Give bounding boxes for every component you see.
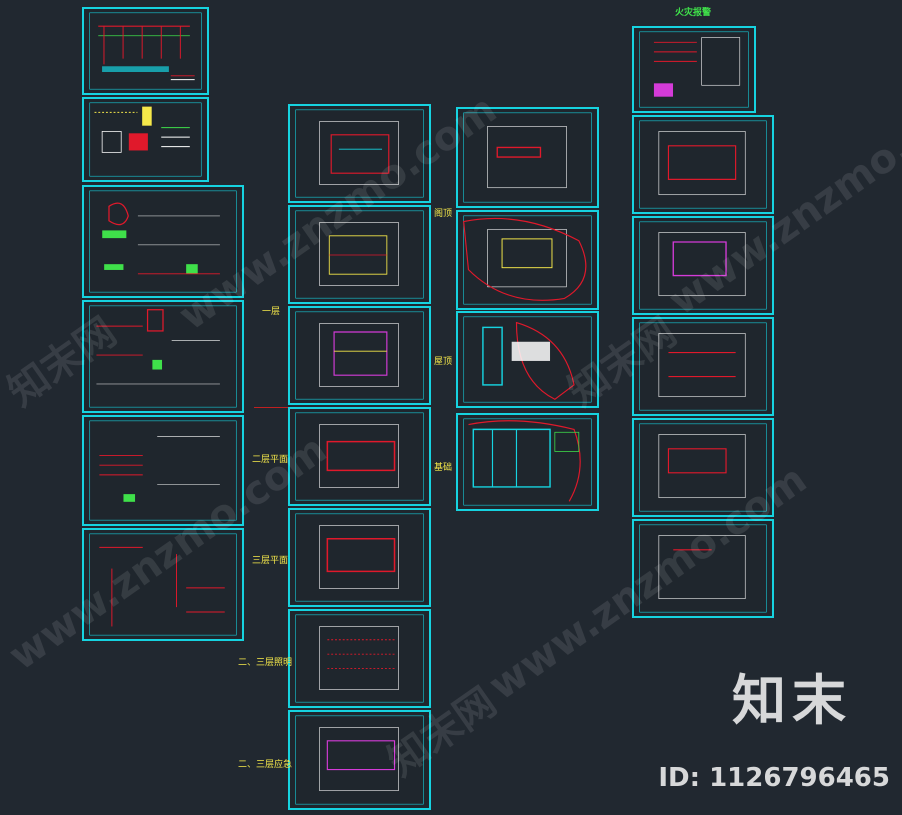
sheet-graphic [295, 513, 424, 602]
sheet-graphic [295, 614, 424, 703]
sheet-graphic [89, 305, 237, 408]
drawing-sheet-system-2[interactable] [82, 97, 209, 182]
label-grounding: 基础 [434, 463, 453, 473]
sheet-graphic [295, 311, 424, 400]
drawing-sheet-panel-2[interactable] [82, 300, 244, 413]
sheet-graphic [639, 423, 767, 512]
sheet-graphic [89, 420, 237, 521]
drawing-sheet-system-1[interactable] [82, 7, 209, 95]
drawing-sheet-floor-2-power[interactable] [288, 407, 431, 506]
drawing-sheet-roof[interactable] [456, 311, 599, 408]
drawing-sheet-floor-23-lighting[interactable] [288, 609, 431, 708]
label-floor-2-power: 二层平面 [252, 455, 289, 465]
drawing-sheet-floor-23-emergency[interactable] [288, 710, 431, 810]
drawing-sheet-fire-alarm-5[interactable] [632, 519, 774, 618]
sheet-graphic [463, 215, 592, 305]
drawing-sheet-panel-4[interactable] [82, 528, 244, 641]
drawing-sheet-floor-3-power[interactable] [288, 508, 431, 607]
sheet-graphic [89, 533, 237, 636]
drawing-sheet-panel-3[interactable] [82, 415, 244, 526]
label-floor-23-emergency: 二、三层应急 [238, 760, 293, 770]
sheet-graphic [639, 31, 749, 108]
label-floor-23-lighting: 二、三层照明 [238, 658, 293, 668]
sheet-graphic [295, 412, 424, 501]
fire-alarm-title: 火灾报警 [675, 8, 712, 18]
image-id: ID: 1126796465 [658, 763, 890, 793]
drawing-sheet-floor-1b[interactable] [288, 205, 431, 304]
sheet-graphic [89, 190, 237, 293]
sheet-graphic [639, 120, 767, 209]
sheet-graphic [639, 221, 767, 310]
drawing-sheet-floor-1c[interactable] [288, 306, 431, 405]
sheet-graphic [463, 316, 592, 403]
leader-line [254, 407, 288, 408]
drawing-sheet-panel-1[interactable] [82, 185, 244, 298]
sheet-graphic [295, 210, 424, 299]
sheet-graphic [463, 112, 592, 203]
drawing-sheet-fire-alarm-1[interactable] [632, 115, 774, 214]
drawing-sheet-col3-1[interactable] [456, 107, 599, 208]
brand-logo: 知末 [732, 669, 852, 732]
drawing-sheet-fire-alarm-2[interactable] [632, 216, 774, 315]
sheet-graphic [463, 418, 592, 506]
sheet-graphic [295, 109, 424, 198]
sheet-graphic [89, 102, 202, 177]
sheet-graphic [89, 12, 202, 90]
sheet-graphic [295, 715, 424, 805]
label-floor-1: 一层 [262, 307, 281, 317]
label-attic: 阁顶 [434, 209, 453, 219]
drawing-sheet-fire-alarm-3[interactable] [632, 317, 774, 416]
drawing-sheet-attic[interactable] [456, 210, 599, 310]
drawing-sheet-fire-alarm-4[interactable] [632, 418, 774, 517]
drawing-sheet-grounding[interactable] [456, 413, 599, 511]
drawing-sheet-floor-1[interactable] [288, 104, 431, 203]
drawing-sheet-fire-alarm-system[interactable] [632, 26, 756, 113]
sheet-graphic [639, 524, 767, 613]
sheet-graphic [639, 322, 767, 411]
label-floor-3-power: 三层平面 [252, 556, 289, 566]
label-roof: 屋顶 [434, 357, 453, 367]
